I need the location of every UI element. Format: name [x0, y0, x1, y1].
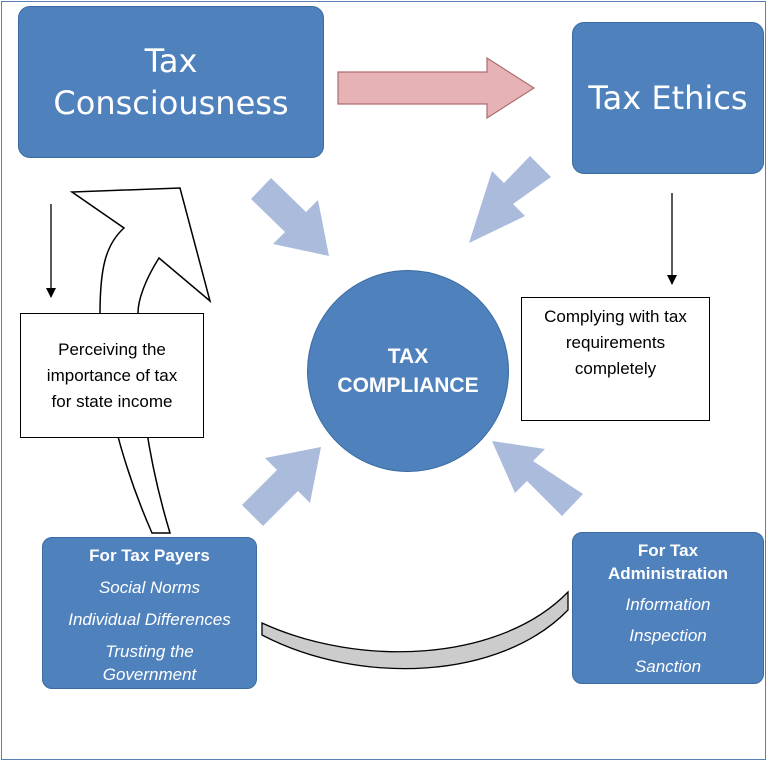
tax-compliance-line2: COMPLIANCE	[337, 374, 479, 397]
light-arrow-from-consciousness	[251, 178, 329, 256]
perceiving-line1: Perceiving the	[58, 339, 166, 359]
complying-requirements-box: Complying with tax requirements complete…	[521, 297, 710, 421]
trusting-government-line1: Trusting the	[105, 642, 194, 661]
individual-differences-item: Individual Differences	[68, 610, 231, 629]
complying-line3: completely	[574, 359, 657, 378]
inspection-item: Inspection	[629, 626, 707, 645]
trusting-government-line2: Government	[102, 665, 197, 684]
tax-compliance-circle: TAX COMPLIANCE	[307, 270, 509, 472]
pink-arrow-consciousness-to-ethics	[337, 56, 536, 120]
complying-line1: Complying with tax	[544, 307, 687, 326]
tax-administration-heading-line2: Administration	[608, 564, 728, 583]
tax-consciousness-line2: Consciousness	[53, 84, 289, 122]
perceiving-line2: importance of tax	[46, 365, 178, 385]
tax-ethics-box: Tax Ethics	[572, 22, 764, 174]
tax-administration-box: For Tax Administration Information Inspe…	[572, 532, 764, 684]
sanction-item: Sanction	[634, 657, 702, 676]
tax-compliance-line1: TAX	[387, 345, 429, 368]
tax-consciousness-line1: Tax	[144, 42, 198, 80]
gray-arc-connector	[261, 590, 569, 670]
tax-payers-heading: For Tax Payers	[89, 546, 210, 565]
social-norms-item: Social Norms	[98, 578, 201, 597]
tax-administration-heading-line1: For Tax	[637, 541, 699, 560]
complying-line2: requirements	[565, 333, 666, 352]
light-arrow-from-administration	[492, 441, 583, 516]
light-arrow-from-ethics	[469, 156, 551, 243]
perceiving-importance-box: Perceiving the importance of tax for sta…	[20, 313, 204, 438]
perceiving-line3: for state income	[51, 391, 173, 411]
light-arrow-from-taxpayers	[242, 447, 321, 526]
tax-consciousness-box: Tax Consciousness	[18, 6, 324, 158]
information-item: Information	[625, 595, 711, 614]
tax-ethics-title: Tax Ethics	[588, 79, 748, 117]
tax-payers-box: For Tax Payers Social Norms Individual D…	[42, 537, 257, 689]
